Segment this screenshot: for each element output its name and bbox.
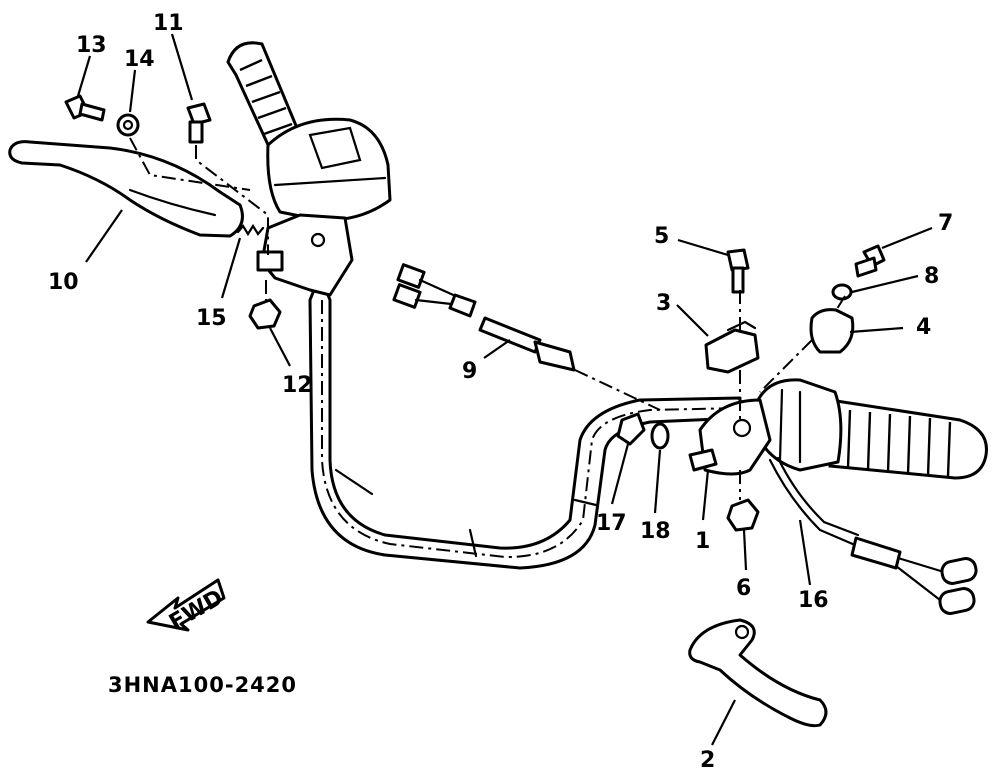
nut-6	[726, 498, 760, 532]
bolt-5	[726, 248, 750, 294]
callout-15: 15	[196, 306, 227, 331]
screw-7	[854, 244, 886, 278]
ring-18	[650, 422, 670, 450]
callout-18: 18	[640, 519, 671, 544]
callout-13: 13	[76, 33, 107, 58]
callout-11: 11	[153, 11, 184, 36]
callout-7: 7	[938, 211, 953, 236]
nut-12	[248, 298, 282, 330]
drawing-code: 3HNA100-2420	[108, 673, 297, 697]
callout-5: 5	[654, 224, 669, 249]
switch-block-3	[704, 320, 760, 374]
clamp-4	[809, 308, 855, 354]
right-grip	[828, 398, 988, 480]
clutch-lever	[8, 140, 244, 238]
callout-12: 12	[282, 373, 313, 398]
callout-1: 1	[695, 529, 710, 554]
throttle-housing	[756, 378, 843, 472]
callout-4: 4	[916, 315, 931, 340]
left-lever-bracket	[256, 213, 354, 297]
clamp-1	[688, 448, 718, 472]
spring-15	[236, 223, 265, 237]
callout-8: 8	[924, 264, 939, 289]
wire-16	[768, 456, 978, 615]
callout-numbers: 1 2 3 4 5 6 7 8 9 10 11 12 13 14 15 16 1…	[48, 11, 953, 773]
callout-10: 10	[48, 270, 79, 295]
callout-3: 3	[656, 291, 671, 316]
handlebar-tube	[308, 273, 742, 570]
callout-17: 17	[596, 511, 627, 536]
bolt-11	[186, 102, 212, 144]
callout-16: 16	[798, 588, 829, 613]
callout-2: 2	[700, 748, 715, 773]
master-cylinder-bracket	[698, 398, 772, 476]
nut-14	[116, 113, 140, 137]
fwd-arrow: FWD	[146, 578, 228, 636]
clutch-switch-9	[392, 263, 576, 372]
left-switch-housing	[266, 117, 392, 222]
callout-9: 9	[462, 359, 477, 384]
callout-14: 14	[124, 47, 155, 72]
leader-lines	[76, 33, 933, 746]
brake-lever-2	[688, 618, 828, 728]
callout-6: 6	[736, 576, 751, 601]
screw-13	[64, 94, 106, 122]
washer-17	[616, 412, 646, 446]
washer-8	[831, 283, 853, 301]
